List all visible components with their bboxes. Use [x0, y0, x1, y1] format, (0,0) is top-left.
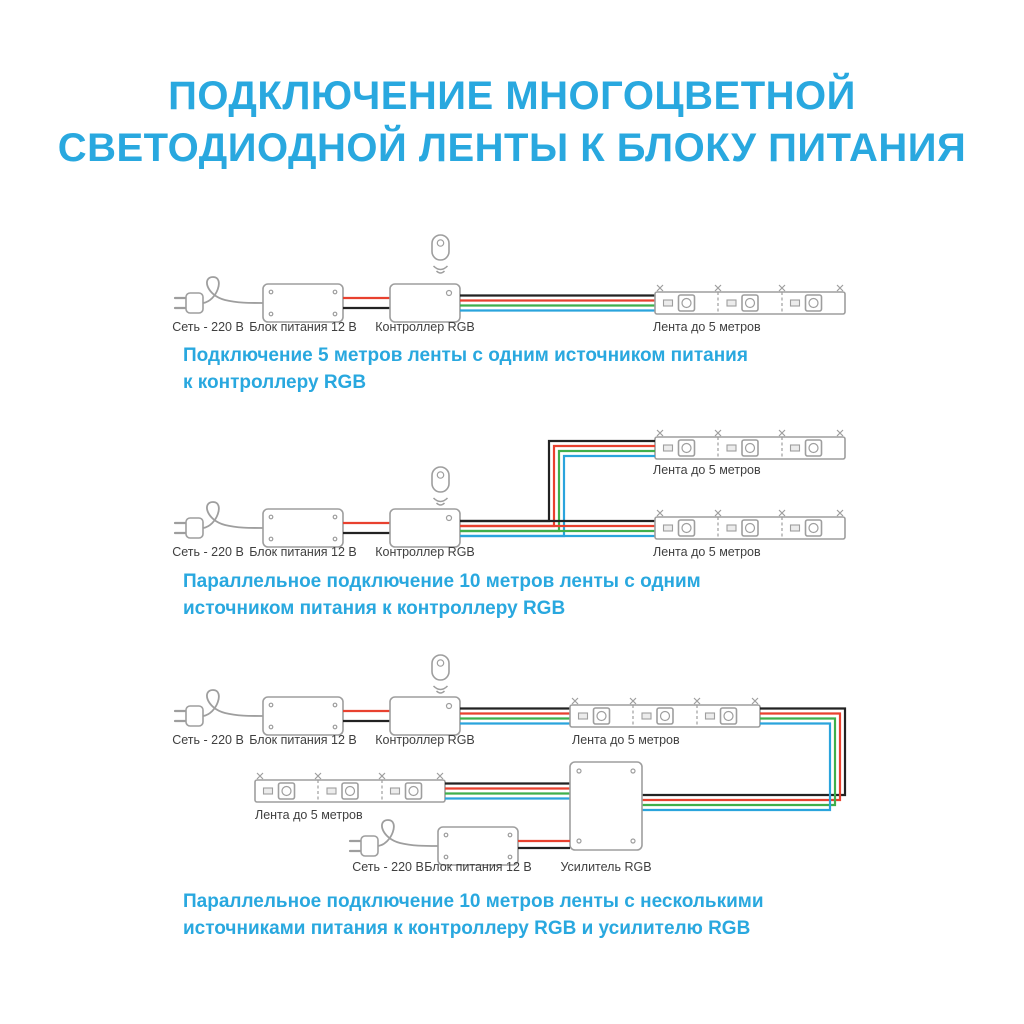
rgb-controller-box [389, 696, 461, 736]
diagram-2-caption-line2: источником питания к контроллеру RGB [183, 598, 566, 619]
diagram-1-caption-line2: к контроллеру RGB [183, 372, 367, 393]
psu-label-2: Блок питания 12 В [424, 860, 532, 874]
strip-2-label: Лента до 5 метров [255, 808, 363, 822]
power-wires-2 [518, 839, 570, 850]
page-title: ПОДКЛЮЧЕНИЕ МНОГОЦВЕТНОЙ СВЕТОДИОДНОЙ ЛЕ… [0, 70, 1024, 174]
rgb-amplifier-box [569, 761, 643, 851]
strip-1-label: Лента до 5 метров [572, 733, 680, 747]
rgb-ribbon-straight [460, 519, 655, 538]
rgb-controller-box [389, 508, 461, 548]
page-title-line1: ПОДКЛЮЧЕНИЕ МНОГОЦВЕТНОЙ [168, 74, 856, 118]
diagram-1: Сеть - 220 В Блок питания 12 В Контролле… [172, 234, 846, 334]
remote-control-icon [431, 654, 450, 694]
power-wires-1 [343, 709, 390, 723]
rgb-controller-box [389, 283, 461, 323]
mains-label-2: Сеть - 220 В [352, 860, 424, 874]
diagram-3: Сеть - 220 В Блок питания 12 В Контролле… [172, 654, 847, 874]
power-wires [343, 521, 390, 535]
led-strip [654, 284, 846, 315]
psu-label: Блок питания 12 В [249, 545, 357, 559]
led-strip-top [654, 429, 846, 460]
mains-label-1: Сеть - 220 В [172, 733, 244, 747]
power-supply-box [262, 283, 344, 323]
strip-top-label: Лента до 5 метров [653, 463, 761, 477]
power-plug-icon-2 [348, 818, 440, 858]
power-supply-box [262, 508, 344, 548]
diagram-2-svg: Лента до 5 метров Сеть - [172, 429, 846, 559]
rgb-ribbon-strip1-to-amplifier [642, 707, 847, 812]
power-plug-icon-1 [173, 688, 265, 728]
diagram-2: Лента до 5 метров Сеть - [172, 429, 846, 559]
mains-label: Сеть - 220 В [172, 320, 244, 334]
remote-control-icon [431, 466, 450, 506]
power-plug-icon [173, 500, 265, 540]
diagram-1-svg: Сеть - 220 В Блок питания 12 В Контролле… [172, 234, 846, 334]
controller-label: Контроллер RGB [375, 733, 475, 747]
diagram-3-caption-line1: Параллельное подключение 10 метров ленты… [183, 891, 764, 912]
strip-bottom-label: Лента до 5 метров [653, 545, 761, 559]
rgb-ribbon-strip2-to-amplifier [445, 782, 570, 800]
diagram-1-caption-line1: Подключение 5 метров ленты с одним источ… [183, 345, 748, 366]
diagram-3-caption: Параллельное подключение 10 метров ленты… [183, 888, 903, 942]
rgb-ribbon-controller-to-strip1 [460, 707, 570, 725]
controller-label: Контроллер RGB [375, 545, 475, 559]
led-strip-2 [254, 772, 446, 803]
diagram-3-caption-line2: источниками питания к контроллеру RGB и … [183, 918, 751, 939]
diagram-2-caption: Параллельное подключение 10 метров ленты… [183, 568, 903, 622]
psu-label: Блок питания 12 В [249, 320, 357, 334]
amplifier-label: Усилитель RGB [560, 860, 651, 874]
led-strip-bottom [654, 509, 846, 540]
controller-label: Контроллер RGB [375, 320, 475, 334]
power-plug-icon [173, 275, 265, 315]
psu-label-1: Блок питания 12 В [249, 733, 357, 747]
diagram-2-caption-line1: Параллельное подключение 10 метров ленты… [183, 571, 701, 592]
rgb-ribbon [460, 294, 655, 312]
led-strip-1 [569, 697, 761, 728]
diagram-1-caption: Подключение 5 метров ленты с одним источ… [183, 342, 903, 396]
power-wires [343, 296, 390, 310]
mains-label: Сеть - 220 В [172, 545, 244, 559]
page-title-line2: СВЕТОДИОДНОЙ ЛЕНТЫ К БЛОКУ ПИТАНИЯ [57, 126, 967, 170]
diagram-3-svg: Сеть - 220 В Блок питания 12 В Контролле… [172, 654, 847, 874]
remote-control-icon [431, 234, 450, 274]
power-supply-box-1 [262, 696, 344, 736]
strip-label: Лента до 5 метров [653, 320, 761, 334]
